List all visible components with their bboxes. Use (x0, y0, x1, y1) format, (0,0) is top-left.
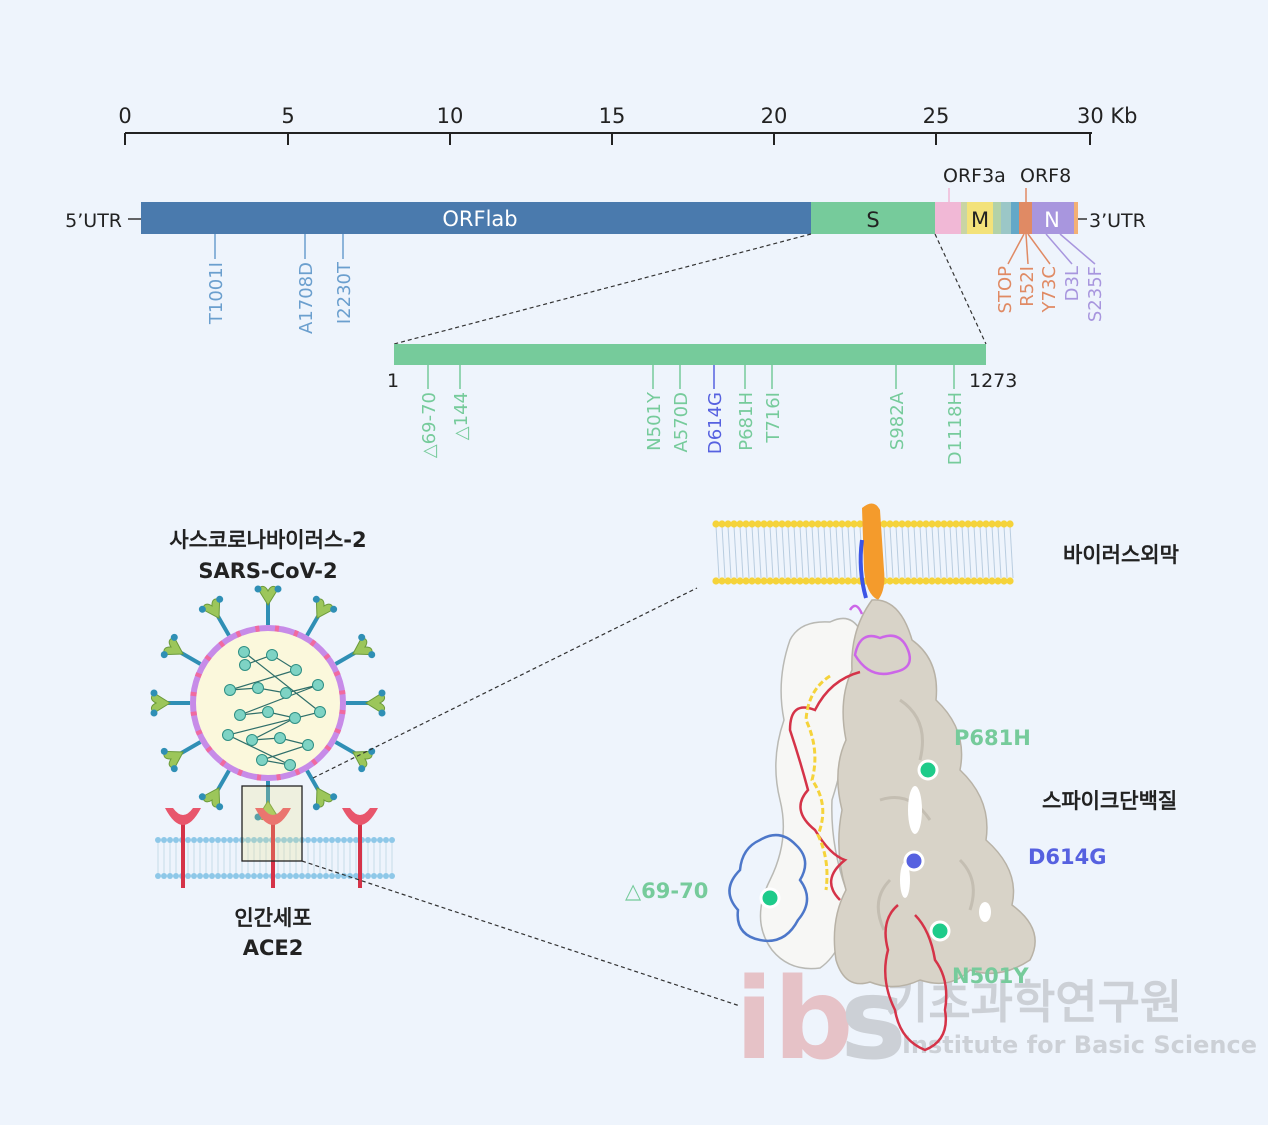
spike-head-icon (150, 689, 171, 717)
axis-tick-label: 10 (437, 104, 464, 128)
cell-label-en: ACE2 (243, 936, 304, 960)
orf1ab-mutation-label: I2230T (334, 261, 355, 324)
axis-tick-label: 5 (281, 104, 294, 128)
virus-envelope (190, 625, 346, 781)
spike-head-icon (198, 595, 224, 619)
e-segment (961, 202, 967, 234)
orf1ab-segment (141, 202, 811, 234)
m-segment (967, 202, 993, 234)
spike-protein-panel: 바이러스외막 P681H 스파이크단백질 D614G △69-70 N501Y (625, 503, 1179, 1052)
spike-end-label: 1273 (969, 370, 1017, 392)
n-mutation-label: D3L (1062, 266, 1083, 301)
spike-head-icon (365, 689, 386, 717)
n-label: N (1044, 208, 1060, 232)
spike-mutation-label: △69-70 (419, 392, 440, 458)
d614g-dot (903, 850, 925, 872)
spike-start-label: 1 (387, 370, 399, 392)
m-label: M (971, 208, 989, 232)
d69-70-dot (759, 887, 781, 909)
spike-mutation-label: S982A (887, 391, 908, 450)
orf1ab-mutations: T1001I A1708D I2230T (206, 234, 355, 334)
spike-chain-yellow (804, 674, 831, 891)
spike-mutation-label: N501Y (644, 391, 665, 451)
ace2-receptors (165, 808, 378, 888)
spike-head-icon (160, 747, 184, 773)
genome-bar: 5’UTR 3’UTR ORFlab S M N ORF3a ORF8 (65, 165, 1146, 234)
utr3-label: 3’UTR (1089, 210, 1146, 232)
spike-head-icon (352, 633, 376, 659)
spike-head-icon (352, 747, 376, 773)
axis-tick-label: 30 Kb (1077, 104, 1138, 128)
d69-70-label: △69-70 (625, 879, 708, 903)
spike-ntd-blue (728, 833, 809, 943)
axis-tick-label: 25 (923, 104, 950, 128)
n-segment (1032, 202, 1074, 234)
s-segment (811, 202, 935, 234)
spike-mutation-label: D1118H (945, 392, 966, 465)
spike-head-icon (312, 595, 338, 619)
p681h-dot (917, 759, 939, 781)
watermark-ko: 기초과학연구원 (886, 975, 1182, 1029)
spike-head-icon (160, 633, 184, 659)
spike-mutation-label: T716I (763, 392, 784, 444)
virus-title-en: SARS-CoV-2 (198, 559, 337, 583)
spike-chain-red (788, 670, 948, 1052)
membrane-label: 바이러스외막 (1063, 543, 1179, 567)
viral-membrane (712, 520, 1014, 585)
transmembrane-domain (862, 503, 885, 600)
orf8-mutation-label: STOP (995, 266, 1016, 314)
orf6-segment (993, 202, 1001, 234)
axis-tick-label: 0 (118, 104, 131, 128)
orf8-label: ORF8 (1020, 165, 1071, 187)
spike-mutation-label: △144 (451, 392, 472, 440)
ace2-receptor-icon (165, 808, 201, 888)
virus-spikes (150, 585, 386, 821)
watermark-en: Institute for Basic Science (902, 1031, 1257, 1059)
axis-tick-label: 20 (761, 104, 788, 128)
spike-hr-domain (848, 604, 912, 676)
spike-head-icon (198, 787, 224, 811)
spike-gene: 1 1273 △69-70 △144 N501Y A570D D614G P681H T71… (387, 344, 1017, 465)
n501y-label: N501Y (952, 964, 1029, 988)
orf10-segment (1074, 202, 1078, 234)
orf1ab-mutation-label: A1708D (296, 262, 317, 334)
spike-protein-label: 스파이크단백질 (1042, 789, 1177, 813)
n-mutation-label: S235F (1085, 266, 1106, 322)
orf8-mutation-label: R52I (1017, 266, 1038, 307)
virus-panel: 사스코로나바이러스-2 SARS-CoV-2 인간세포 ACE2 (150, 528, 395, 960)
utr5-label: 5’UTR (65, 210, 122, 232)
orf3a-label: ORF3a (943, 165, 1006, 187)
orf7-segment (1001, 202, 1011, 234)
spike-head-icon (312, 787, 338, 811)
axis-tick-label: 15 (599, 104, 626, 128)
orf3a-segment (935, 202, 961, 234)
orf7b-segment (1011, 202, 1019, 234)
n501y-dot (929, 920, 951, 942)
spike-mutation-label: A570D (671, 392, 692, 453)
spike-trimer-body (833, 599, 1036, 988)
spike-head-icon (254, 585, 282, 606)
orf8-mutation-label: Y73C (1039, 266, 1060, 313)
cell-label-ko: 인간세포 (234, 906, 311, 930)
genome-axis: 0 5 10 15 20 25 30 Kb (118, 104, 1138, 145)
orf8-n-mutations: STOP R52I Y73C D3L S235F (995, 233, 1106, 322)
orf1ab-mutation-label: T1001I (206, 262, 227, 325)
p681h-label: P681H (954, 726, 1031, 750)
ibs-logo: ib (735, 955, 854, 1085)
zoom-box (241, 785, 303, 862)
d614g-label: D614G (1028, 845, 1107, 869)
orf1ab-label: ORFlab (442, 207, 517, 231)
spike-mutation-label: P681H (736, 392, 757, 451)
ace2-receptor-icon (342, 808, 378, 888)
cell-membrane (155, 837, 395, 879)
virus-title-ko: 사스코로나바이러스-2 (169, 528, 366, 552)
virus-rna-icon (222, 646, 326, 771)
s-label: S (866, 208, 879, 232)
orf8-segment (1019, 202, 1032, 234)
spike-gene-bar (394, 344, 986, 365)
spike-mutation-label: D614G (705, 392, 726, 454)
ace2-receptor-icon (255, 808, 291, 888)
